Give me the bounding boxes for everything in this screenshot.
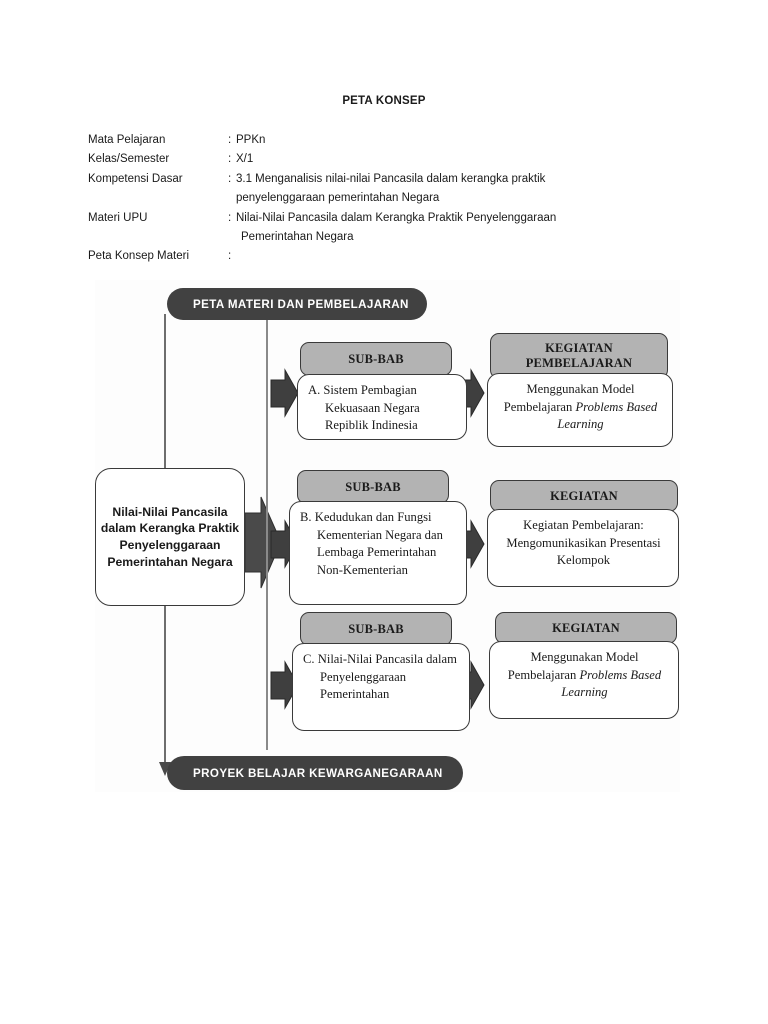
meta-separator: : bbox=[228, 211, 232, 224]
kegiatan-body-text: Menggunakan Model Pembelajaran bbox=[503, 382, 635, 414]
kegiatan-header-label: KEGIATAN bbox=[552, 620, 620, 635]
meta-label: Kelas/Semester bbox=[88, 153, 170, 166]
subbab-body-text: Sistem Pembagian Kekuasaan Negara Repibl… bbox=[323, 383, 420, 433]
meta-row-kompetensi-dasar: Kompetensi Dasar : 3.1 Menganalisis nila… bbox=[88, 170, 688, 189]
meta-row-mata-pelajaran: Mata Pelajaran : PPKn bbox=[88, 131, 688, 150]
subbab-body-b[interactable]: B. Kedudukan dan Fungsi Kementerian Nega… bbox=[289, 501, 467, 605]
pill-label: PETA MATERI DAN PEMBELAJARAN bbox=[193, 297, 409, 311]
meta-value: PPKn bbox=[236, 134, 266, 146]
kegiatan-body-c[interactable]: Menggunakan Model Pembelajaran Problems … bbox=[489, 641, 679, 719]
meta-value-continuation: penyelenggaraan pemerintahan Negara bbox=[236, 192, 440, 205]
subbab-header-label: SUB-BAB bbox=[348, 351, 404, 366]
subbab-body-prefix: B. bbox=[300, 510, 312, 524]
subbab-body-prefix: A. bbox=[308, 383, 321, 397]
meta-row-materi-upu: Materi UPU : Nilai-Nilai Pancasila dalam… bbox=[88, 209, 688, 228]
subbab-body-text: Kedudukan dan Fungsi Kementerian Negara … bbox=[314, 510, 443, 577]
main-node-label: Nilai-Nilai Pancasila dalam Kerangka Pra… bbox=[100, 504, 240, 569]
subbab-header-label: SUB-BAB bbox=[345, 479, 401, 494]
kegiatan-body-emphasis: Problems Based Learning bbox=[557, 399, 658, 432]
document-metadata: Mata Pelajaran : PPKn Kelas/Semester : X… bbox=[88, 131, 688, 267]
meta-separator: : bbox=[228, 153, 232, 166]
subbab-header-c[interactable]: SUB-BAB bbox=[300, 612, 452, 646]
meta-separator: : bbox=[228, 134, 232, 146]
branch-arrow-a bbox=[270, 368, 299, 418]
kegiatan-body-b[interactable]: Kegiatan Pembelajaran: Mengomunikasikan … bbox=[487, 509, 679, 587]
subbab-body-c[interactable]: C. Nilai-Nilai Pancasila dalam Penyeleng… bbox=[292, 643, 470, 731]
subbab-body-a[interactable]: A. Sistem Pembagian Kekuasaan Negara Rep… bbox=[297, 374, 467, 440]
subbab-body-text: Nilai-Nilai Pancasila dalam Penyelenggar… bbox=[317, 652, 457, 702]
meta-separator: : bbox=[228, 250, 232, 263]
kegiatan-header-label: KEGIATAN bbox=[550, 488, 618, 503]
pill-proyek-belajar-kewarganegaraan[interactable]: PROYEK BELAJAR KEWARGANEGARAAN bbox=[167, 756, 463, 790]
meta-label: Peta Konsep Materi bbox=[88, 250, 190, 263]
subbab-header-label: SUB-BAB bbox=[348, 621, 404, 636]
meta-value: X/1 bbox=[236, 153, 254, 166]
page-title: PETA KONSEP bbox=[342, 95, 426, 107]
meta-label: Kompetensi Dasar bbox=[88, 172, 183, 185]
subbab-header-b[interactable]: SUB-BAB bbox=[297, 470, 449, 504]
main-node-nilai-nilai-pancasila[interactable]: Nilai-Nilai Pancasila dalam Kerangka Pra… bbox=[95, 468, 245, 606]
kegiatan-header-c[interactable]: KEGIATAN bbox=[495, 612, 677, 644]
meta-value: 3.1 Menganalisis nilai-nilai Pancasila d… bbox=[236, 172, 546, 185]
meta-label: Mata Pelajaran bbox=[88, 134, 166, 146]
pill-peta-materi-dan-pembelajaran[interactable]: PETA MATERI DAN PEMBELAJARAN bbox=[167, 288, 427, 320]
kegiatan-header-a[interactable]: KEGIATAN PEMBELAJARAN bbox=[490, 333, 668, 379]
concept-map-diagram: PETA MATERI DAN PEMBELAJARAN Nilai-Nilai… bbox=[95, 280, 680, 792]
kegiatan-body-emphasis: Problems Based Learning bbox=[561, 667, 662, 700]
branch-arrow-c bbox=[270, 660, 299, 710]
subbab-body-prefix: C. bbox=[303, 652, 315, 666]
meta-value: Nilai-Nilai Pancasila dalam Kerangka Pra… bbox=[236, 211, 557, 224]
kegiatan-header-b[interactable]: KEGIATAN bbox=[490, 480, 678, 512]
meta-label: Materi UPU bbox=[88, 211, 148, 224]
kegiatan-header-label: KEGIATAN PEMBELAJARAN bbox=[525, 341, 633, 370]
pill-label: PROYEK BELAJAR KEWARGANEGARAAN bbox=[193, 766, 443, 780]
main-block-arrow bbox=[244, 496, 282, 589]
meta-row-kelas-semester: Kelas/Semester : X/1 bbox=[88, 150, 688, 169]
kegiatan-body-a[interactable]: Menggunakan Model Pembelajaran Problems … bbox=[487, 373, 673, 447]
kegiatan-body-text: Menggunakan Model Pembelajaran bbox=[507, 650, 639, 682]
meta-value-continuation: Pemerintahan Negara bbox=[241, 231, 354, 244]
meta-separator: : bbox=[228, 172, 232, 185]
subbab-header-a[interactable]: SUB-BAB bbox=[300, 342, 452, 376]
kegiatan-body-text: Kegiatan Pembelajaran: Mengomunikasikan … bbox=[506, 518, 661, 568]
meta-row-peta-konsep-materi: Peta Konsep Materi : bbox=[88, 247, 688, 266]
